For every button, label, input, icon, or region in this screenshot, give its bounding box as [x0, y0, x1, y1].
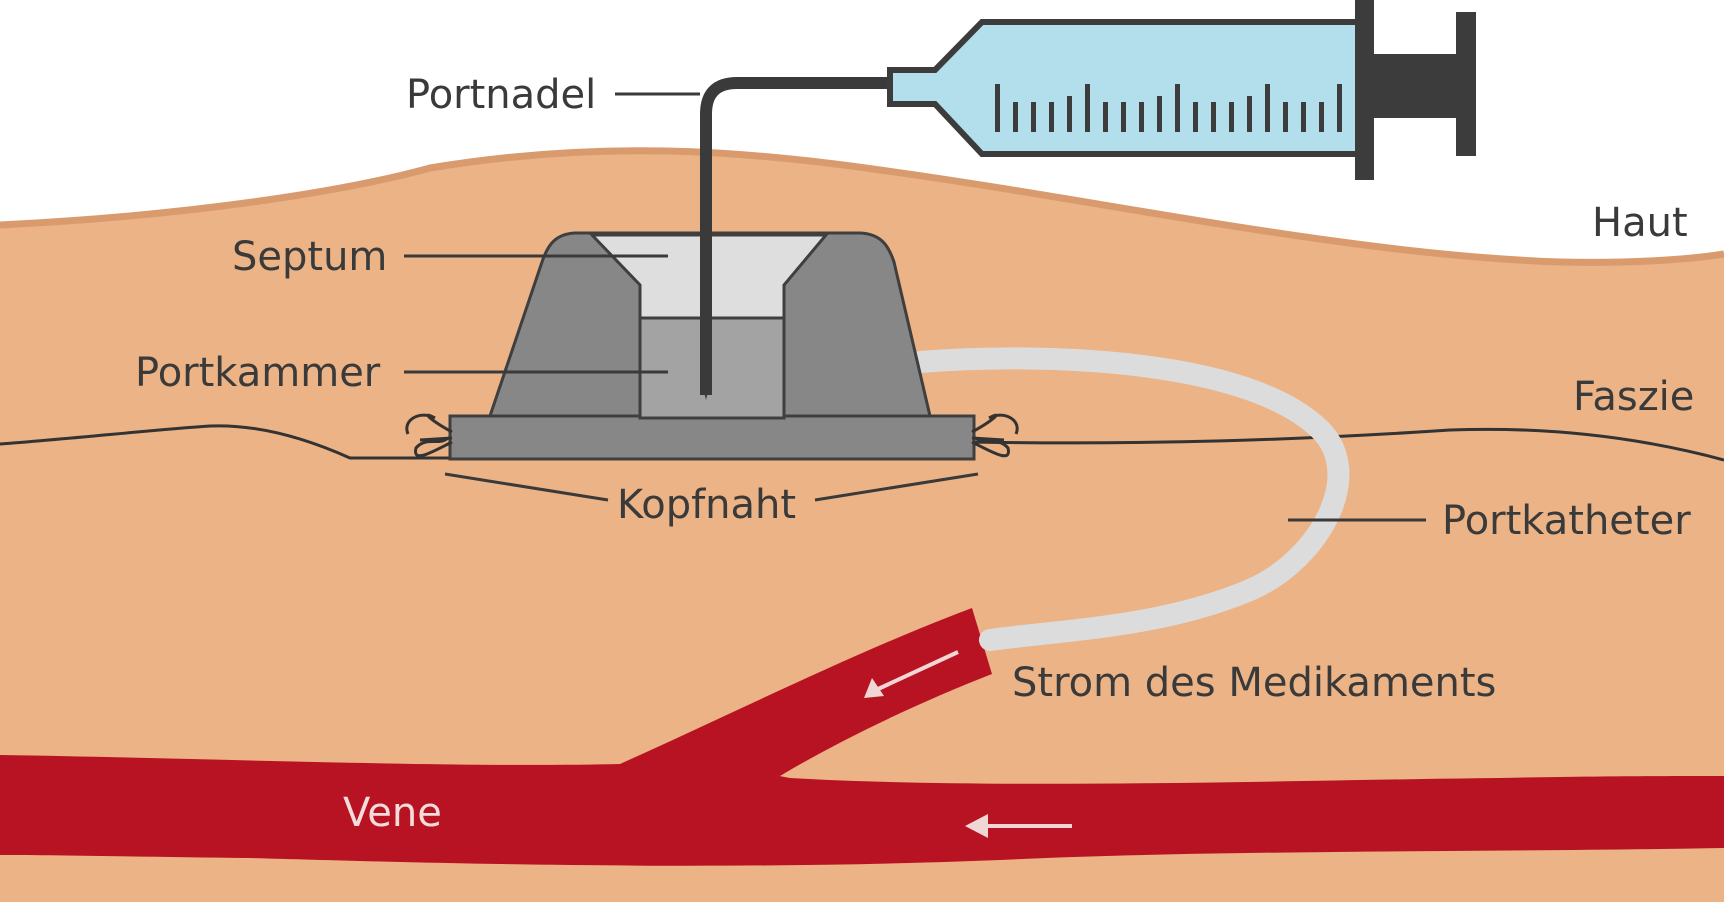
portnadel [700, 68, 1001, 395]
syringe-flange [1355, 0, 1374, 180]
label-strom: Strom des Medikaments [1012, 660, 1496, 706]
flow-arrow-branch [864, 650, 959, 698]
suture-right [971, 413, 1019, 458]
label-haut: Haut [1592, 200, 1688, 246]
port-base [448, 414, 976, 461]
vein-branch [620, 608, 992, 776]
syringe-scale [995, 84, 1342, 132]
leader-kopfnaht-right [814, 472, 979, 502]
needle-tip [700, 375, 712, 400]
fascia-line [0, 424, 1724, 462]
label-kopfnaht: Kopfnaht [617, 482, 796, 528]
label-vene: Vene [343, 790, 442, 836]
label-portkatheter: Portkatheter [1442, 498, 1691, 544]
syringe-thumb-rest [1456, 12, 1476, 156]
syringe [887, 0, 1476, 180]
suture-left [405, 413, 453, 458]
flow-arrow-vein [965, 814, 1072, 838]
portkatheter [909, 347, 1350, 651]
syringe-plunger-rod [1362, 54, 1462, 118]
skin-tissue [0, 150, 1724, 902]
leader-lines [404, 92, 1426, 522]
syringe-barrel [887, 19, 1365, 157]
label-portnadel: Portnadel [406, 72, 596, 118]
vein-main [0, 755, 1724, 866]
label-faszie: Faszie [1573, 374, 1694, 420]
label-portkammer: Portkammer [135, 350, 381, 396]
label-septum: Septum [232, 234, 387, 280]
leader-kopfnaht-left [444, 472, 609, 502]
skin-edge [0, 147, 1724, 266]
